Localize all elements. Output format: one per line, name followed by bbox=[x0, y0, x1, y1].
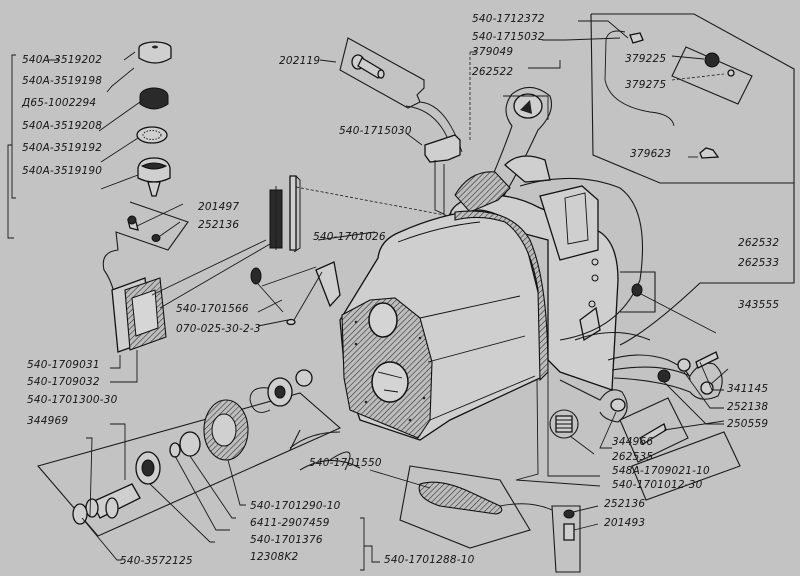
drive-housing-part bbox=[137, 157, 171, 197]
label-379225: 379225 bbox=[625, 53, 666, 65]
pin-343555-panel bbox=[619, 397, 725, 463]
speedometer-drive-group bbox=[7, 41, 172, 239]
label-252136-bottom: 252136 bbox=[604, 498, 645, 510]
label-379049: 379049 bbox=[472, 46, 513, 58]
label-070-025-30-2-3: 070-025-30-2-3 bbox=[176, 323, 261, 335]
label-262532: 262532 bbox=[738, 237, 779, 249]
breather-bracket-part bbox=[151, 175, 451, 309]
label-343555: 343555 bbox=[738, 299, 779, 311]
fitting-part bbox=[629, 32, 644, 44]
strainer-panel bbox=[360, 465, 599, 573]
label-252138: 252138 bbox=[727, 401, 768, 413]
dipstick-part bbox=[250, 261, 341, 327]
shaft-assembly-panel bbox=[37, 369, 342, 561]
label-379623: 379623 bbox=[630, 148, 671, 160]
label-262533: 262533 bbox=[738, 257, 779, 269]
cap-part bbox=[138, 41, 172, 64]
label-540-1701026: 540-1701026 bbox=[313, 231, 386, 243]
label-548A-1709021-10: 548A-1709021-10 bbox=[612, 465, 710, 477]
main-housing-part bbox=[339, 155, 619, 441]
label-540-1701376: 540-1701376 bbox=[250, 534, 323, 546]
label-540-3572125: 540-3572125 bbox=[120, 555, 193, 567]
label-202119: 202119 bbox=[279, 55, 320, 67]
label-540-1701290-10: 540-1701290-10 bbox=[250, 500, 341, 512]
label-201497: 201497 bbox=[198, 201, 239, 213]
label-379275: 379275 bbox=[625, 79, 666, 91]
stud-panel bbox=[631, 351, 741, 501]
callout-swoops bbox=[289, 177, 691, 471]
hatch-cover-part bbox=[110, 277, 167, 383]
label-250559: 250559 bbox=[727, 418, 768, 430]
washer-part bbox=[136, 126, 168, 144]
group-bracket-outer bbox=[7, 144, 14, 239]
pipe-part bbox=[604, 30, 675, 127]
plug-262532 bbox=[620, 271, 717, 334]
label-540-1712372: 540-1712372 bbox=[472, 13, 545, 25]
label-262522: 262522 bbox=[472, 66, 513, 78]
label-540-1709032: 540-1709032 bbox=[27, 376, 100, 388]
label-344969: 344969 bbox=[27, 415, 68, 427]
label-12308K2: 12308K2 bbox=[250, 551, 298, 563]
bolt-part bbox=[351, 54, 385, 79]
label-D65-1002294: Д65-1002294 bbox=[21, 97, 96, 109]
label-262535: 262535 bbox=[612, 451, 653, 463]
label-341145: 341145 bbox=[727, 383, 768, 395]
label-540A-3519190: 540A-3519190 bbox=[22, 165, 102, 177]
label-540-1701550: 540-1701550 bbox=[309, 457, 382, 469]
label-6411-2907459: 6411-2907459 bbox=[250, 517, 330, 529]
union-part bbox=[704, 52, 720, 68]
pin-part bbox=[106, 67, 135, 93]
label-344966: 344966 bbox=[612, 436, 653, 448]
washer-344966 bbox=[559, 379, 628, 449]
label-540-1701288-10: 540-1701288-10 bbox=[384, 554, 475, 566]
group-bracket-inner bbox=[11, 54, 16, 199]
label-540-1701566: 540-1701566 bbox=[176, 303, 249, 315]
cover-bolts-panel bbox=[102, 201, 189, 293]
label-540-1715030: 540-1715030 bbox=[339, 125, 412, 137]
label-540A-3519202: 540A-3519202 bbox=[22, 54, 102, 66]
part-labels: 540A-3519202 540A-3519198 Д65-1002294 54… bbox=[21, 13, 779, 567]
plug-262533 bbox=[611, 362, 729, 400]
label-540A-3519208: 540A-3519208 bbox=[22, 120, 102, 132]
clip-part bbox=[699, 147, 720, 159]
label-252136-top: 252136 bbox=[198, 219, 239, 231]
plug-262535 bbox=[515, 368, 601, 487]
label-540-1715032: 540-1715032 bbox=[472, 31, 545, 43]
gear-part bbox=[139, 87, 169, 110]
label-540-1709031: 540-1709031 bbox=[27, 359, 100, 371]
bracket-part bbox=[405, 132, 461, 215]
label-540-1701300-30: 540-1701300-30 bbox=[27, 394, 118, 406]
label-540-1701012-30: 540-1701012-30 bbox=[612, 479, 703, 491]
bolt-202119-panel bbox=[319, 37, 463, 153]
label-540A-3519198: 540A-3519198 bbox=[22, 75, 102, 87]
label-201493: 201493 bbox=[604, 517, 645, 529]
label-540A-3519192: 540A-3519192 bbox=[22, 142, 102, 154]
